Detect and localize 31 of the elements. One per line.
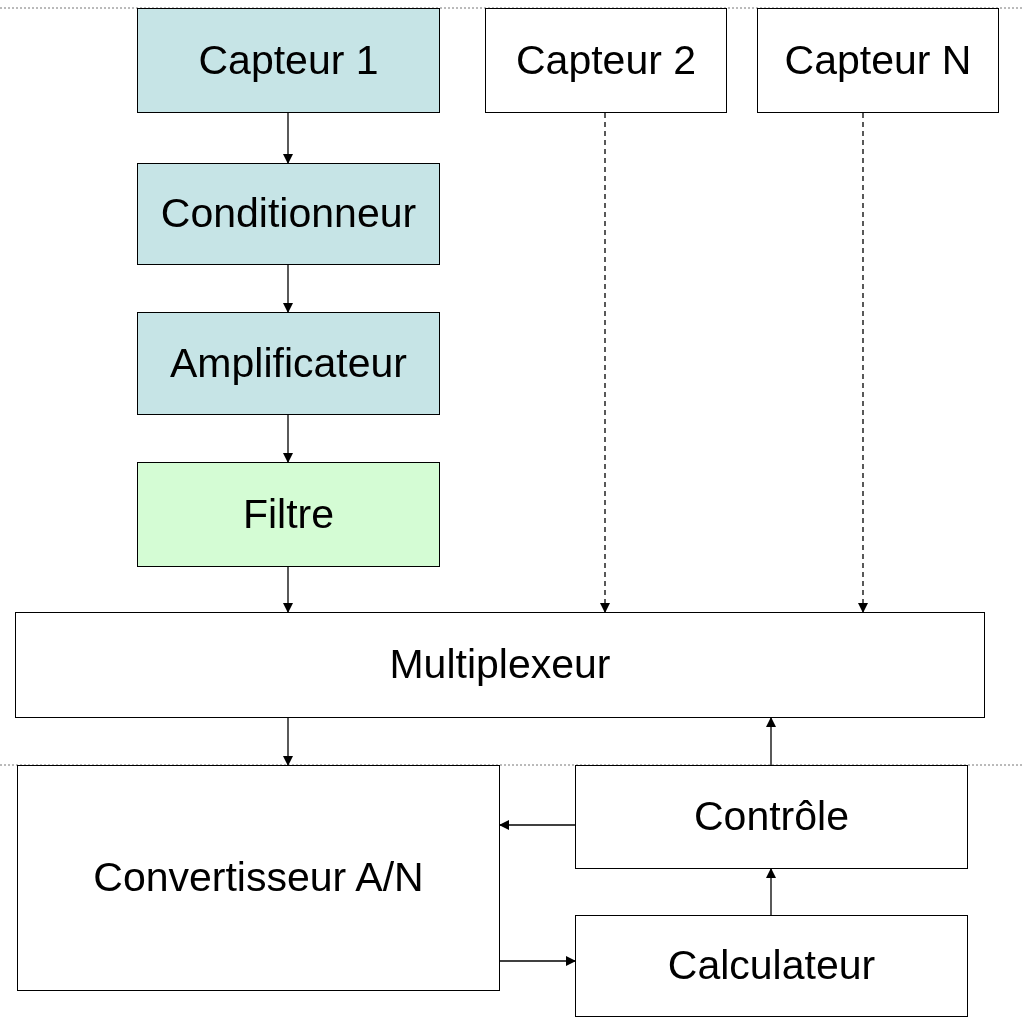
process-box	[137, 462, 440, 567]
arrow	[600, 112, 610, 613]
box-label: Multiplexeur	[389, 640, 611, 690]
box-label: Conditionneur	[160, 189, 417, 239]
box-label: Amplificateur	[170, 338, 407, 388]
arrow	[499, 956, 576, 966]
box-label: Calculateur	[667, 941, 876, 991]
box-label: Filtre	[242, 489, 335, 539]
arrow	[283, 264, 293, 313]
process-box	[137, 312, 440, 415]
arrow	[499, 820, 576, 830]
arrow	[283, 566, 293, 613]
arrow	[858, 112, 868, 613]
process-box	[575, 765, 968, 869]
box-label: Capteur 2	[515, 35, 697, 85]
arrow	[283, 717, 293, 766]
process-box	[485, 8, 727, 113]
process-box	[137, 163, 440, 265]
arrow	[283, 414, 293, 463]
arrow	[766, 868, 776, 916]
arrow	[283, 112, 293, 164]
process-box	[15, 612, 985, 718]
process-box	[757, 8, 999, 113]
box-label: Contrôle	[694, 792, 849, 842]
box-label: Convertisseur A/N	[93, 853, 424, 903]
box-label: Capteur N	[784, 35, 972, 85]
process-box	[137, 8, 440, 113]
arrow	[766, 717, 776, 766]
process-box	[575, 915, 968, 1017]
process-box	[17, 765, 500, 991]
box-label: Capteur 1	[198, 35, 379, 85]
